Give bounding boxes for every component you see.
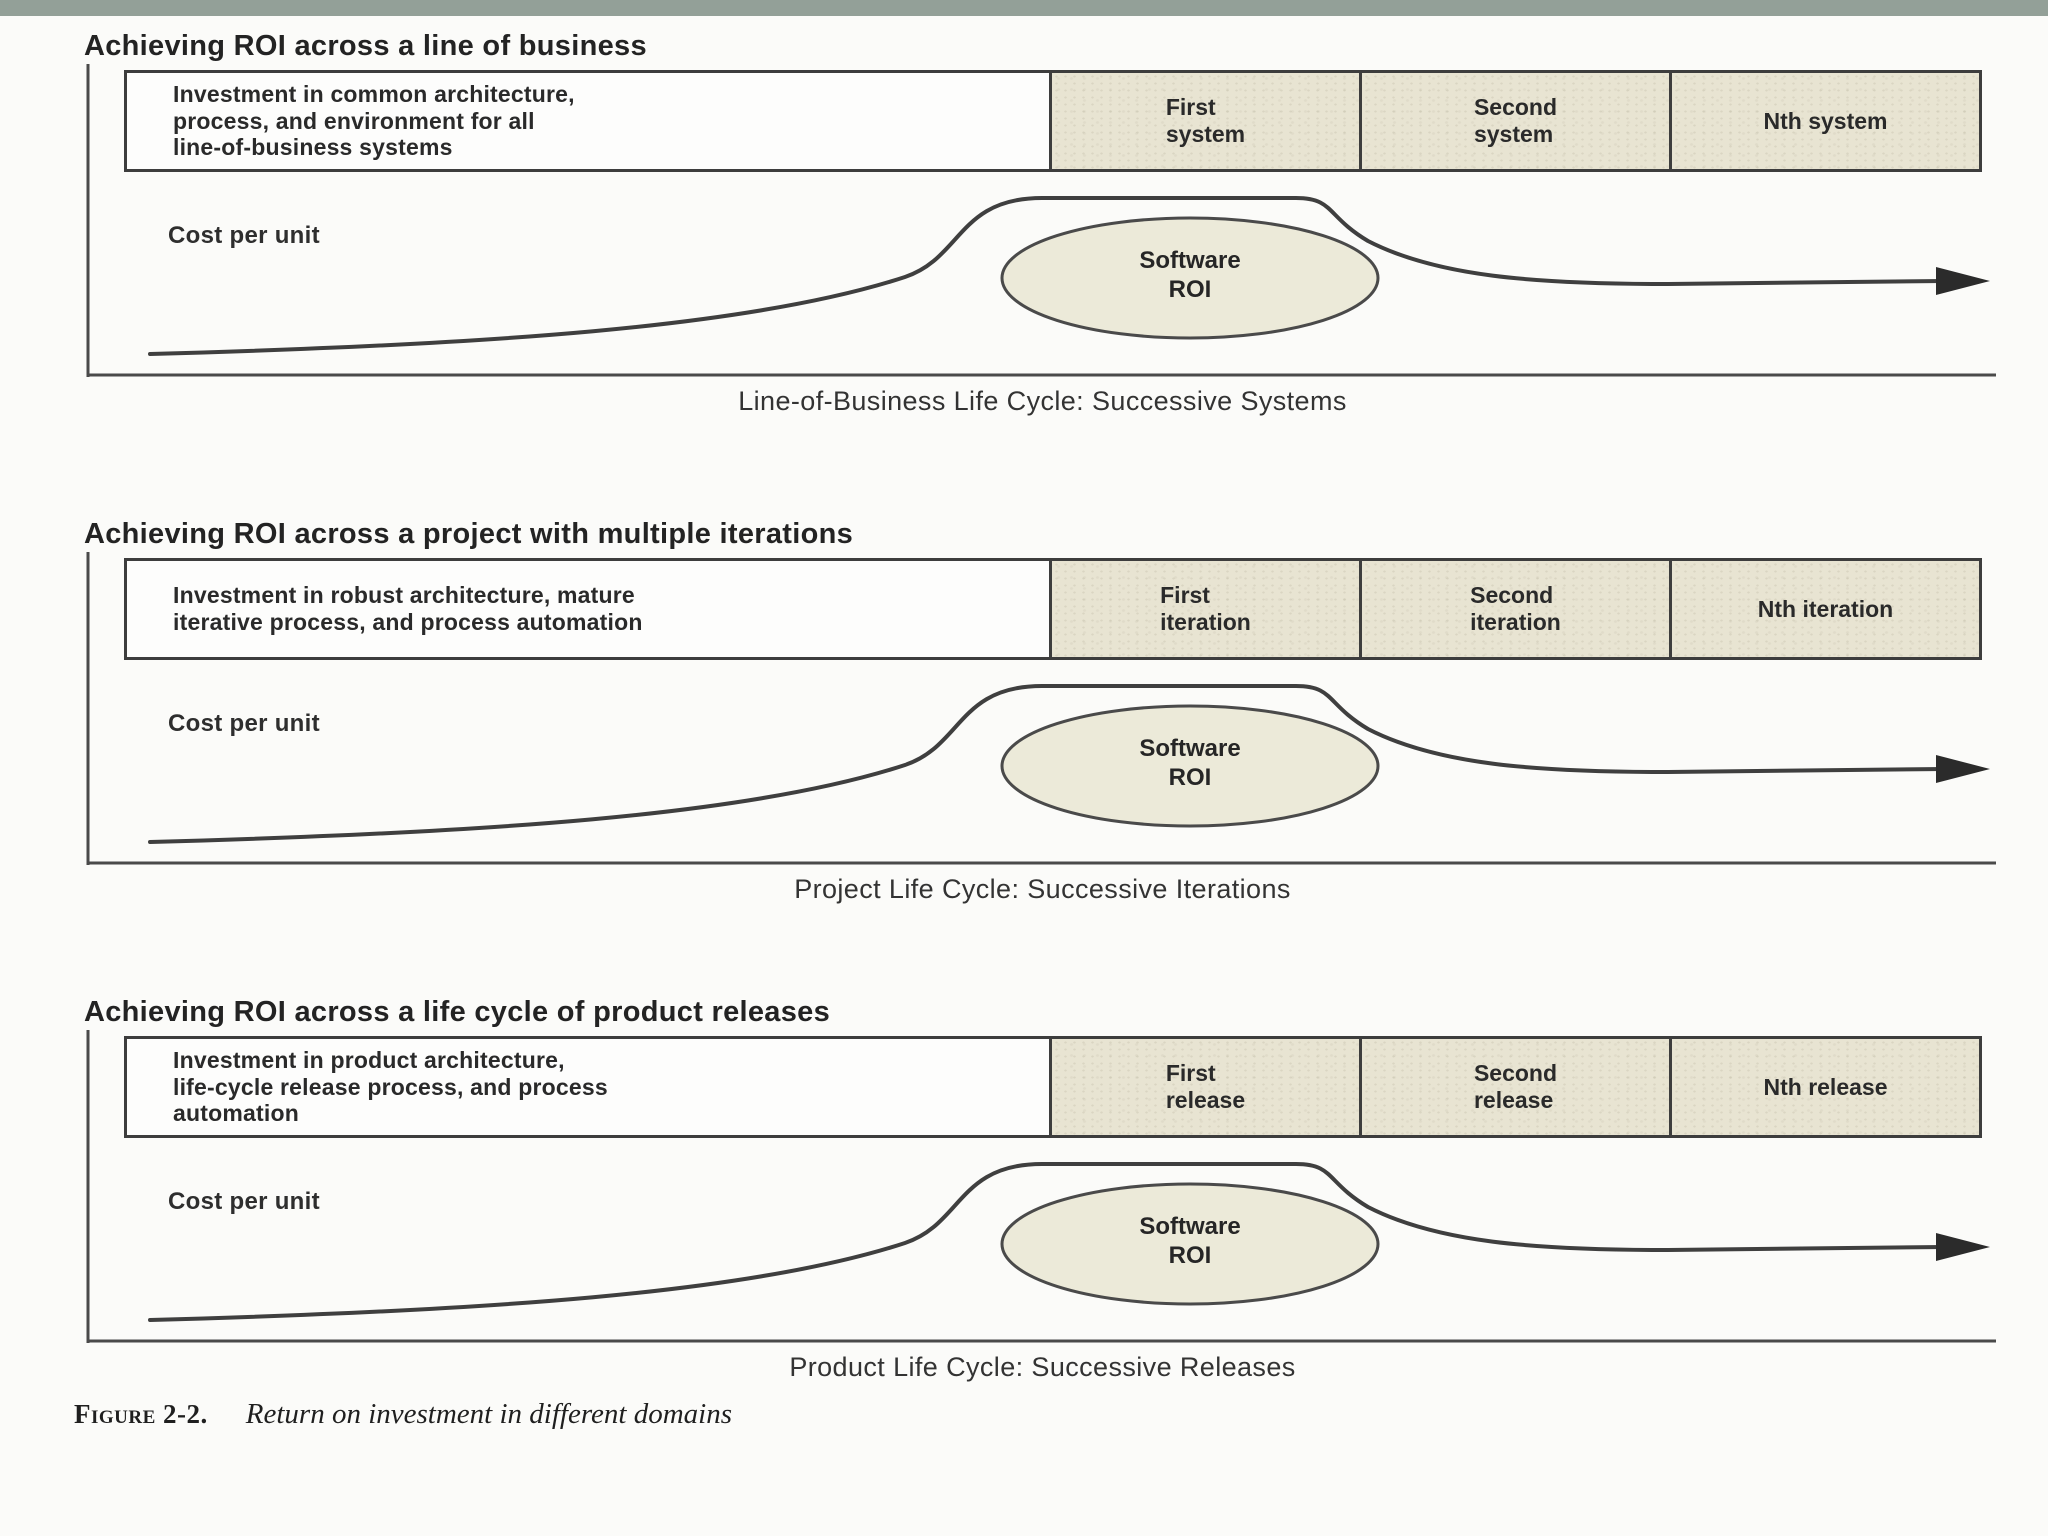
figure-title: Return on investment in different domain… <box>245 1398 732 1430</box>
phase-box-second: Second release <box>1359 1036 1672 1138</box>
phase-label: Second iteration <box>1470 582 1561 635</box>
phase-box-second: Second system <box>1359 70 1672 172</box>
cost-per-unit-label: Cost per unit <box>168 710 320 737</box>
panel-product-releases: Achieving ROI across a life cycle of pro… <box>0 996 2048 1396</box>
phase-header-row: Investment in product architecture, life… <box>124 1036 1982 1138</box>
software-roi-label: Software ROI <box>1139 247 1241 303</box>
phase-label: Nth system <box>1763 107 1888 134</box>
software-roi-label: Software ROI <box>1139 1213 1241 1269</box>
arrowhead <box>1936 1233 1990 1261</box>
cost-per-unit-curve <box>148 196 1946 356</box>
phase-label: Second release <box>1473 1060 1558 1113</box>
cost-curve-plot <box>86 552 1996 865</box>
phase-box-nth: Nth system <box>1669 70 1982 172</box>
phase-label: First iteration <box>1160 582 1251 635</box>
scan-top-band <box>0 0 2048 16</box>
investment-box: Investment in common architecture, proce… <box>124 70 1052 172</box>
phase-box-second: Second iteration <box>1359 558 1672 660</box>
phase-box-first: First iteration <box>1049 558 1362 660</box>
cost-per-unit-label: Cost per unit <box>168 222 320 249</box>
phase-box-first: First system <box>1049 70 1362 172</box>
cost-curve-plot <box>86 64 1996 377</box>
panel-title: Achieving ROI across a life cycle of pro… <box>84 996 831 1028</box>
panel-caption: Project Life Cycle: Successive Iteration… <box>794 874 1291 904</box>
software-roi-ellipse <box>1000 216 1380 340</box>
software-roi-ellipse <box>1000 1182 1380 1306</box>
investment-box: Investment in product architecture, life… <box>124 1036 1052 1138</box>
phase-box-nth: Nth iteration <box>1669 558 1982 660</box>
phase-label: Second system <box>1473 94 1558 147</box>
cost-per-unit-curve <box>148 1162 1946 1322</box>
cost-curve-plot <box>86 1030 1996 1343</box>
panel-caption: Product Life Cycle: Successive Releases <box>789 1352 1296 1382</box>
figure-label: Figure 2-2. <box>74 1399 208 1429</box>
investment-text: Investment in product architecture, life… <box>173 1046 608 1127</box>
panel-title: Achieving ROI across a line of business <box>84 30 647 62</box>
arrowhead <box>1936 755 1990 783</box>
phase-header-row: Investment in common architecture, proce… <box>124 70 1982 172</box>
investment-text: Investment in common architecture, proce… <box>173 80 575 161</box>
investment-text: Investment in robust architecture, matur… <box>173 582 643 635</box>
panel-title: Achieving ROI across a project with mult… <box>84 518 854 550</box>
phase-label: Nth iteration <box>1757 595 1894 622</box>
phase-label: First release <box>1165 1060 1246 1113</box>
software-roi-label: Software ROI <box>1139 735 1241 791</box>
panel-project-iterations: Achieving ROI across a project with mult… <box>0 518 2048 918</box>
phase-label: Nth release <box>1763 1073 1888 1100</box>
panel-caption: Line-of-Business Life Cycle: Successive … <box>738 386 1347 416</box>
phase-label: First system <box>1165 94 1246 147</box>
cost-per-unit-label: Cost per unit <box>168 1188 320 1215</box>
phase-box-first: First release <box>1049 1036 1362 1138</box>
cost-per-unit-curve <box>148 684 1946 844</box>
arrowhead <box>1936 267 1990 295</box>
software-roi-ellipse <box>1000 704 1380 828</box>
investment-box: Investment in robust architecture, matur… <box>124 558 1052 660</box>
panel-line-of-business: Achieving ROI across a line of business … <box>0 30 2048 430</box>
phase-box-nth: Nth release <box>1669 1036 1982 1138</box>
figure-caption: Figure 2-2. Return on investment in diffe… <box>74 1398 732 1431</box>
phase-header-row: Investment in robust architecture, matur… <box>124 558 1982 660</box>
